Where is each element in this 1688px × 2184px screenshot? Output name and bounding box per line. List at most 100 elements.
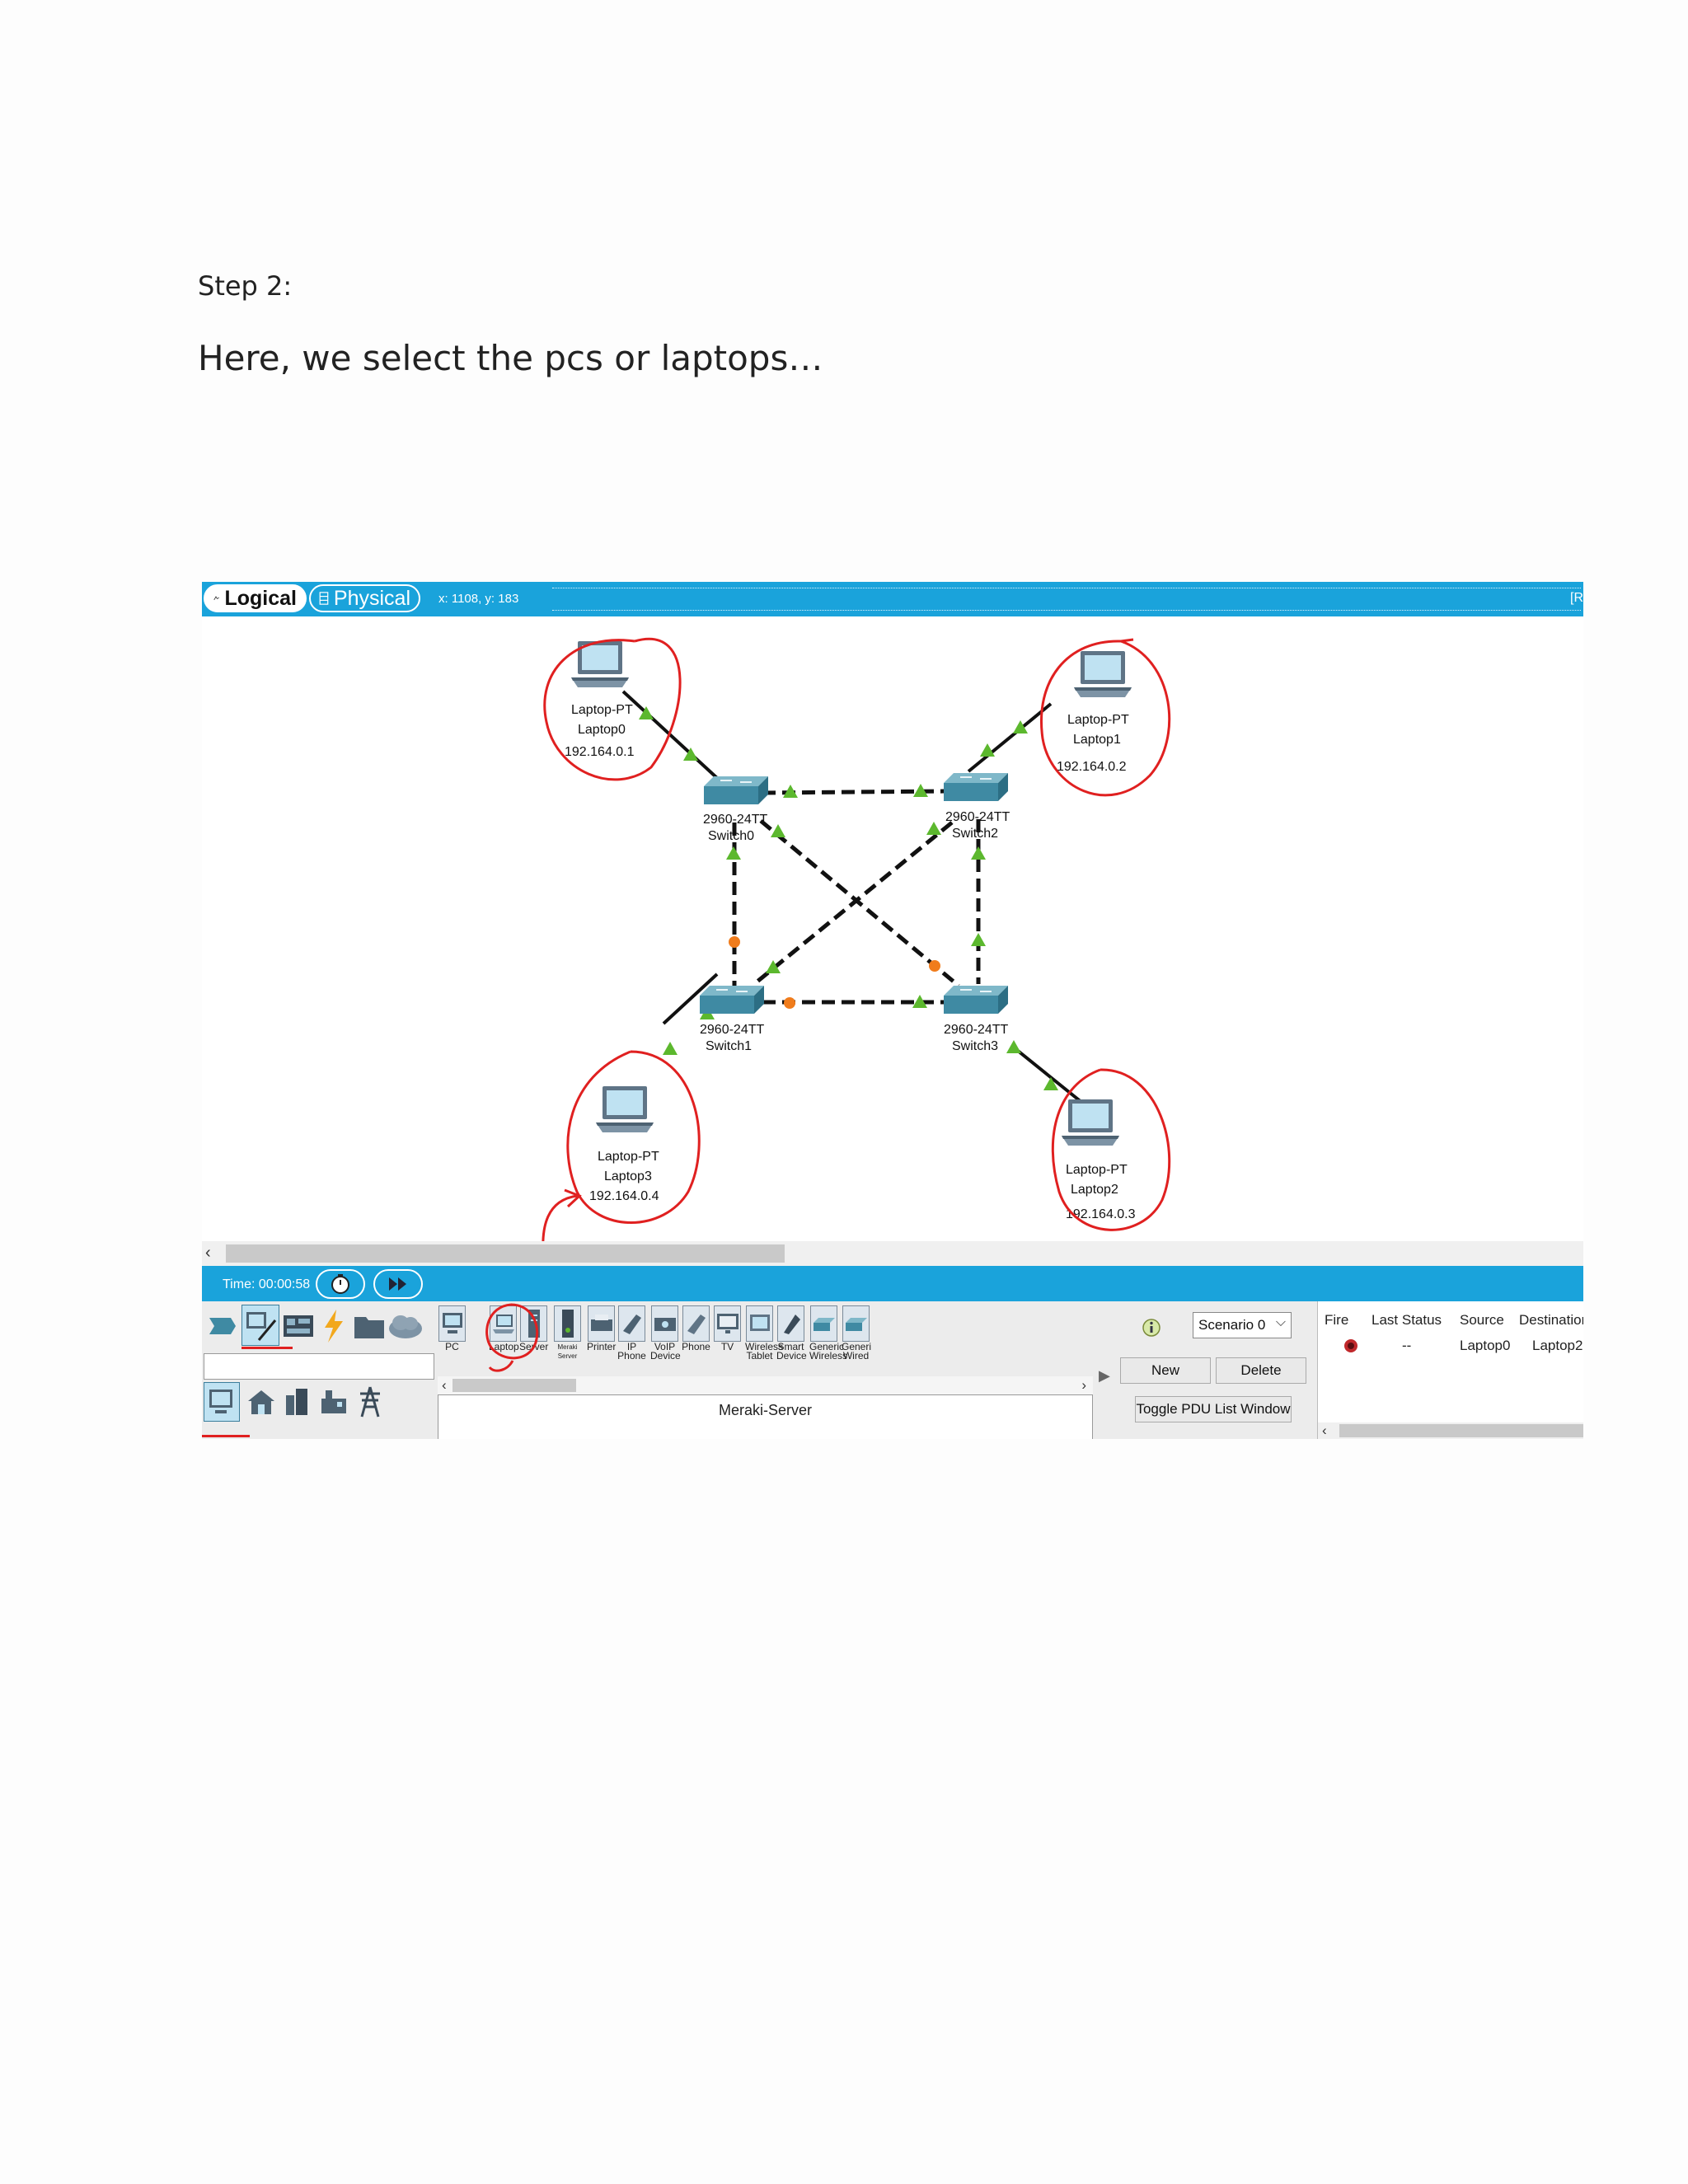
step-title: Step 2: [198, 270, 293, 302]
device-palette-scrollbar[interactable]: ‹ › [438, 1376, 1093, 1394]
device-wireless-tablet[interactable]: Wireless Tablet [745, 1305, 783, 1361]
fast-forward-button[interactable] [373, 1269, 423, 1299]
device-palette: PC Laptop Server Meraki Server Printer I… [438, 1305, 1093, 1439]
network-devices-icon[interactable] [206, 1308, 239, 1344]
smart-city-icon[interactable] [281, 1384, 314, 1420]
device-label: Printer [587, 1341, 617, 1352]
laptop2-type-label: Laptop-PT [1066, 1163, 1128, 1177]
link-switch2-switch1 [753, 821, 954, 986]
end-devices-subcategory-icon[interactable] [204, 1382, 240, 1422]
switch1[interactable]: 2960-24TT Switch1 [699, 985, 765, 1053]
industrial-icon[interactable] [317, 1384, 350, 1420]
device-generic-wireless[interactable]: Generic Wireless [809, 1305, 847, 1361]
device-generic-wired[interactable]: Generi Wired [842, 1305, 871, 1361]
laptop1-ip-label: 192.164.0.2 [1057, 760, 1127, 774]
scrollbar-thumb[interactable] [226, 1244, 785, 1263]
toggle-pdu-list-button[interactable]: Toggle PDU List Window [1135, 1396, 1292, 1422]
scroll-left-icon[interactable]: ‹ [1322, 1422, 1327, 1438]
tv-icon [716, 1314, 738, 1333]
device-phone[interactable]: Phone [682, 1305, 710, 1357]
column-header-destination[interactable]: Destination [1519, 1312, 1583, 1328]
pdu-list: Fire Last Status Source Destination -- L… [1317, 1301, 1583, 1439]
device-pc[interactable]: PC [438, 1305, 467, 1357]
annotation-underline-subcategory [202, 1435, 250, 1437]
link-up-indicator [1006, 1040, 1021, 1053]
scrollbar-thumb[interactable] [452, 1379, 576, 1392]
switch0[interactable]: 2960-24TT Switch0 [703, 776, 769, 843]
switch3-type-label: 2960-24TT [944, 1023, 1008, 1037]
pdu-scrollbar[interactable]: ‹ [1318, 1422, 1583, 1439]
network-canvas[interactable]: 2960-24TT Switch0 2960-24TT Switch2 2960… [202, 582, 1583, 1241]
switch2-name-label: Switch2 [952, 827, 998, 841]
laptop0-name-label: Laptop0 [578, 723, 626, 737]
device-ip-phone[interactable]: IP Phone [617, 1305, 646, 1361]
annotation-underline-end-devices [241, 1347, 293, 1349]
link-up-indicator [1043, 1077, 1058, 1090]
link-laptop1-switch2 [967, 702, 1053, 773]
laptop1-type-label: Laptop-PT [1067, 713, 1129, 727]
connections-icon[interactable] [317, 1308, 350, 1344]
device-printer[interactable]: Printer [587, 1305, 616, 1357]
canvas-scrollbar[interactable]: ‹ [202, 1241, 1583, 1266]
device-search-input[interactable] [204, 1353, 434, 1380]
power-grid-icon[interactable] [352, 1384, 388, 1420]
switch1-type-label: 2960-24TT [700, 1023, 764, 1037]
device-label: VoIP Device [650, 1341, 681, 1361]
delete-scenario-button[interactable]: Delete [1216, 1357, 1306, 1384]
fire-pdu-icon[interactable] [1343, 1338, 1359, 1354]
components-icon[interactable] [282, 1308, 315, 1344]
expand-arrow-icon[interactable]: ▶ [1099, 1367, 1110, 1384]
ip-phone-icon [622, 1315, 641, 1334]
link-up-indicator [726, 846, 741, 860]
tab-physical[interactable]: Physical [309, 584, 420, 612]
annotation-arrow [542, 1188, 582, 1241]
printer-icon [590, 1315, 612, 1331]
device-meraki-server[interactable]: Meraki Server [553, 1305, 582, 1360]
switch3[interactable]: 2960-24TT Switch3 [943, 985, 1009, 1053]
scroll-right-icon[interactable]: › [1081, 1377, 1086, 1393]
laptop3[interactable]: Laptop-PT Laptop3 192.164.0.4 [589, 1086, 659, 1203]
scenario-select[interactable]: Scenario 0 ⌵ [1193, 1312, 1292, 1338]
laptop2-ip-label: 192.164.0.3 [1066, 1207, 1136, 1221]
packet-tracer-screenshot: 2960-24TT Switch0 2960-24TT Switch2 2960… [202, 582, 1583, 1439]
scrollbar-thumb[interactable] [1339, 1424, 1583, 1437]
device-smart[interactable]: Smart Device [776, 1305, 807, 1361]
laptop2-name-label: Laptop2 [1071, 1183, 1118, 1197]
device-label: Meraki Server [557, 1343, 578, 1360]
column-header-source[interactable]: Source [1460, 1312, 1504, 1328]
device-label: Laptop [489, 1341, 519, 1352]
link-up-indicator [926, 822, 941, 835]
new-scenario-button[interactable]: New [1120, 1357, 1211, 1384]
home-icon[interactable] [245, 1384, 278, 1420]
device-label: Wireless Tablet [745, 1341, 784, 1361]
fast-forward-icon [389, 1277, 406, 1291]
switch3-name-label: Switch3 [952, 1039, 998, 1053]
column-header-last-status[interactable]: Last Status [1372, 1312, 1442, 1328]
laptop0[interactable]: Laptop-PT Laptop0 192.164.0.1 [565, 641, 635, 759]
switch0-name-label: Switch0 [708, 829, 754, 843]
scroll-left-icon[interactable]: ‹ [442, 1377, 447, 1393]
device-label: PC [445, 1341, 459, 1352]
link-up-indicator [771, 824, 785, 837]
info-icon[interactable] [1142, 1318, 1161, 1338]
chevron-down-icon: ⌵ [1275, 1315, 1286, 1329]
switch2[interactable]: 2960-24TT Switch2 [943, 772, 1010, 841]
laptop2[interactable]: Laptop-PT Laptop2 192.164.0.3 [1062, 1099, 1136, 1221]
multiuser-cloud-icon[interactable] [387, 1308, 424, 1344]
device-tv[interactable]: TV [713, 1305, 742, 1357]
scenario-value: Scenario 0 [1198, 1317, 1266, 1333]
column-header-fire[interactable]: Fire [1325, 1312, 1349, 1328]
phone-icon [687, 1315, 706, 1334]
annotation-circle-laptop2 [1051, 1068, 1171, 1231]
scroll-left-icon[interactable]: ‹ [205, 1244, 211, 1262]
device-voip[interactable]: VoIP Device [650, 1305, 681, 1361]
laptop1[interactable]: Laptop-PT Laptop1 192.164.0.2 [1057, 651, 1132, 774]
miscellaneous-icon[interactable] [353, 1308, 386, 1344]
realtime-button[interactable] [316, 1269, 365, 1299]
end-devices-icon[interactable] [241, 1305, 279, 1346]
link-switch0-switch3 [759, 819, 960, 987]
tab-logical[interactable]: Logical [204, 584, 307, 612]
annotation-circle-laptop0 [543, 638, 682, 781]
laptop-icon [492, 1315, 514, 1333]
tablet-icon [749, 1315, 770, 1331]
